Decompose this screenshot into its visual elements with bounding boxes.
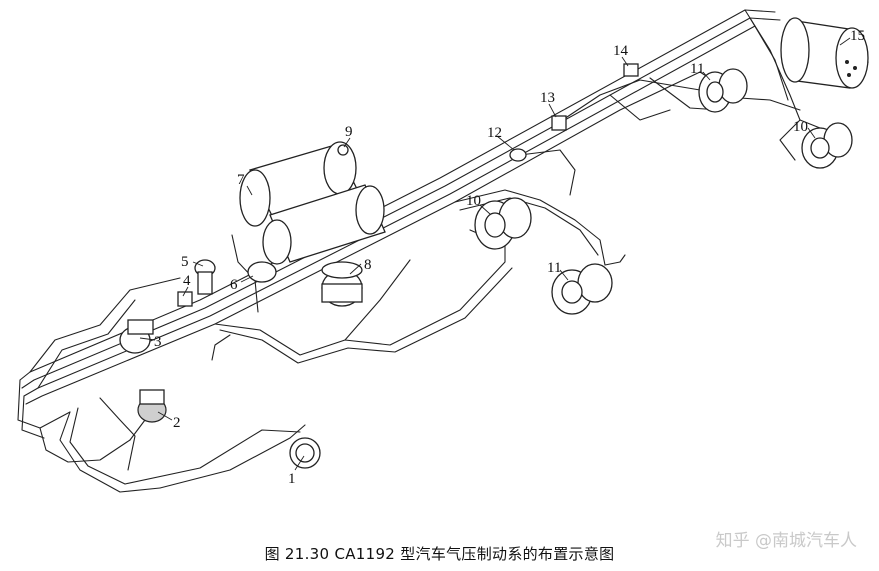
brake-valve bbox=[137, 389, 167, 423]
drain-valve bbox=[337, 144, 349, 156]
callout-11-upper: 11 bbox=[690, 61, 704, 77]
pressure-switch bbox=[194, 259, 216, 295]
callout-labels: 1 2 3 4 5 6 7 8 9 10 10 11 11 12 13 14 1… bbox=[154, 28, 865, 487]
front-pipe-loop bbox=[39, 397, 306, 493]
callout-6: 6 bbox=[230, 277, 238, 293]
callout-8: 8 bbox=[364, 257, 372, 273]
main-pipe-bundle bbox=[17, 9, 781, 439]
callout-11-lower: 11 bbox=[547, 260, 561, 276]
callout-5: 5 bbox=[181, 254, 189, 270]
air-dryer bbox=[321, 261, 363, 307]
check-valve bbox=[623, 63, 639, 77]
rear-brake-chamber-left bbox=[474, 197, 532, 250]
front-brake-chamber bbox=[289, 437, 321, 469]
rear-air-tank bbox=[780, 17, 869, 89]
callout-9: 9 bbox=[345, 124, 353, 140]
callout-2: 2 bbox=[173, 415, 181, 431]
callout-3: 3 bbox=[154, 334, 162, 350]
front-air-tanks bbox=[239, 141, 386, 265]
callout-10-left: 10 bbox=[466, 193, 481, 209]
callout-15: 15 bbox=[850, 28, 865, 44]
center-pipe-loop bbox=[211, 229, 513, 364]
callout-7: 7 bbox=[237, 172, 245, 188]
callout-12: 12 bbox=[487, 125, 502, 141]
spring-brake-chamber-left bbox=[551, 263, 613, 315]
watermark: 知乎 @南城汽车人 bbox=[715, 531, 857, 551]
relay-valve-rear bbox=[551, 115, 567, 131]
callout-13: 13 bbox=[540, 90, 555, 106]
callout-1: 1 bbox=[288, 471, 296, 487]
quick-release-valve bbox=[509, 148, 527, 162]
callout-leaders bbox=[139, 37, 851, 471]
rear-brake-chamber-right bbox=[801, 122, 853, 169]
callout-4: 4 bbox=[183, 273, 191, 289]
figure-caption: 图 21.30 CA1192 型汽车气压制动系的布置示意图 bbox=[264, 545, 615, 563]
callout-14: 14 bbox=[613, 43, 629, 59]
spring-brake-chamber-right bbox=[698, 68, 748, 113]
four-circuit-protection-valve bbox=[247, 261, 277, 283]
callout-10-right: 10 bbox=[793, 119, 808, 135]
relay-valve bbox=[119, 319, 154, 354]
pressure-regulator bbox=[177, 291, 193, 307]
